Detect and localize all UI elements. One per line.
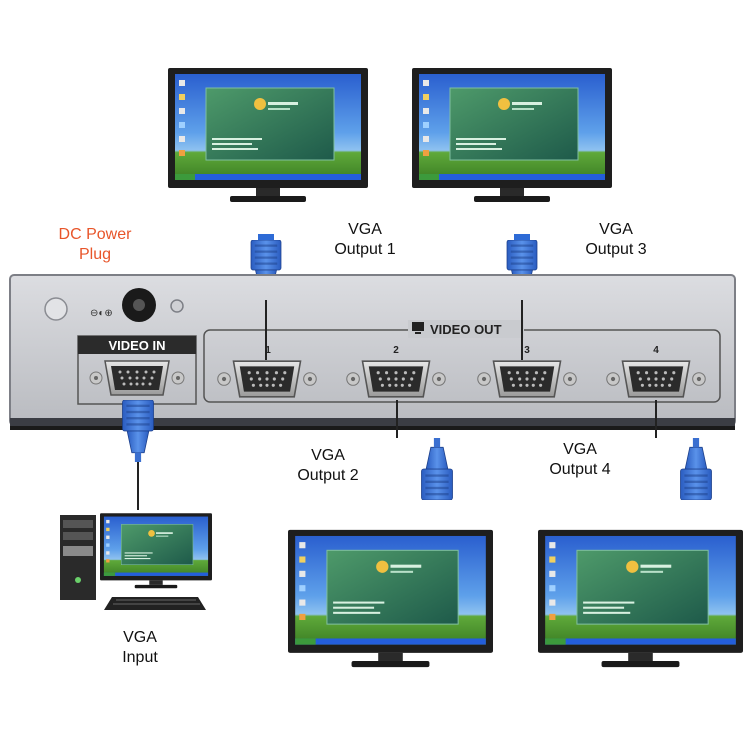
dc-polarity-symbol: ⊖◐⊕ — [90, 308, 113, 319]
monitor-output-1-icon — [168, 68, 368, 203]
vga-output-4-label: VGA Output 4 — [549, 441, 611, 478]
vga-output-3-label: VGA Output 3 — [585, 221, 647, 258]
computer-tower-icon — [60, 515, 96, 600]
monitor-output-4-icon — [538, 529, 743, 668]
monitor-output-2-icon — [288, 529, 493, 668]
vga-output-1-label: VGA Output 1 — [334, 221, 396, 258]
vga-connector-icon — [680, 438, 712, 500]
port-number-3: 3 — [524, 345, 530, 356]
vga-output-2-label: VGA Output 2 — [297, 447, 359, 484]
dc-jack-icon — [122, 288, 156, 322]
vga-splitter-device: ⊖◐⊕ VIDEO IN VIDEO OUT 1 2 3 4 — [9, 274, 736, 430]
video-out-label: VIDEO OUT — [430, 322, 502, 337]
pc-monitor-icon — [100, 512, 212, 589]
video-in-label: VIDEO IN — [108, 338, 165, 353]
port-number-2: 2 — [393, 345, 399, 356]
monitor-output-3-icon — [412, 68, 612, 203]
vga-connector-icon — [250, 234, 282, 300]
cable-lines — [137, 300, 657, 510]
vga-connector-icon — [122, 400, 154, 462]
dc-power-label: DC Power Plug — [58, 226, 132, 263]
port-number-1: 1 — [265, 345, 271, 356]
vga-connector-icon — [506, 234, 538, 300]
vga-input-label: VGA Input — [122, 629, 158, 666]
keyboard-icon — [104, 597, 206, 610]
screw-icon — [170, 299, 184, 313]
monitor-small-icon — [412, 322, 424, 334]
screw-icon — [44, 297, 68, 321]
port-number-4: 4 — [653, 345, 659, 356]
vga-connector-icon — [421, 438, 453, 500]
